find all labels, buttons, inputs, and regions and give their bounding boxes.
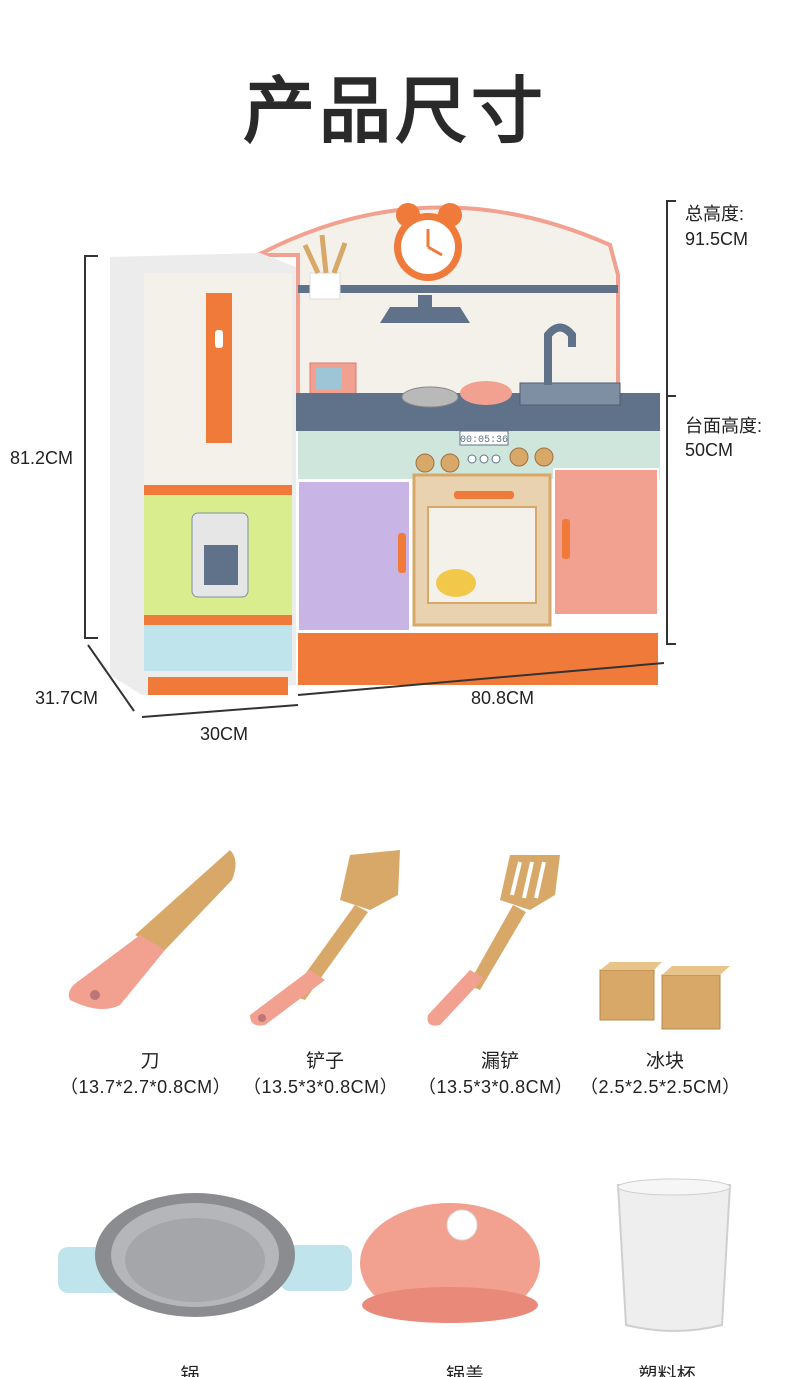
main-width-value: 80.8CM bbox=[471, 688, 535, 708]
depth-value: 31.7CM bbox=[35, 688, 99, 708]
slotted-spatula-size: （13.5*3*0.8CM） bbox=[418, 1077, 574, 1097]
total-height-label: 总高度: bbox=[685, 204, 745, 224]
ice-cube-icon bbox=[599, 962, 730, 1030]
knife-label: 刀 bbox=[140, 1050, 160, 1072]
ice-cube-label: 冰块 bbox=[645, 1050, 684, 1072]
slotted-spatula-label: 漏铲 bbox=[480, 1050, 519, 1072]
counter-height-label: 台面高度: bbox=[685, 416, 763, 436]
pot-lid-label: 锅盖 bbox=[445, 1364, 484, 1377]
kitchen-playset-illustration: 00:05:36 bbox=[84, 200, 676, 718]
alarm-clock-icon bbox=[394, 203, 462, 281]
fridge-width-value: 30CM bbox=[200, 724, 249, 744]
knife-size: （13.7*2.7*0.8CM） bbox=[60, 1077, 232, 1097]
plastic-cup-icon bbox=[616, 1178, 732, 1332]
left-height-value: 81.2CM bbox=[10, 448, 74, 468]
pan-label: 锅 bbox=[180, 1364, 200, 1377]
pan-icon bbox=[58, 1193, 352, 1317]
counter-height-value: 50CM bbox=[685, 440, 734, 460]
spatula-size: （13.5*3*0.8CM） bbox=[243, 1077, 399, 1097]
plastic-cup-label: 塑料杯 bbox=[638, 1364, 696, 1377]
accessories-row-2-illustration bbox=[58, 1178, 732, 1332]
stove-timer-display: 00:05:36 bbox=[460, 435, 508, 446]
total-height-value: 91.5CM bbox=[685, 229, 749, 249]
slotted-spatula-icon bbox=[427, 855, 560, 1026]
pot-lid-icon bbox=[360, 1203, 540, 1323]
spatula-label: 铲子 bbox=[305, 1050, 344, 1072]
ice-cube-size: （2.5*2.5*2.5CM） bbox=[580, 1077, 741, 1097]
spatula-icon bbox=[250, 850, 400, 1026]
knife-icon bbox=[68, 850, 236, 1009]
page-title: 产品尺寸 bbox=[242, 69, 547, 153]
accessories-row-1-illustration bbox=[68, 850, 730, 1030]
